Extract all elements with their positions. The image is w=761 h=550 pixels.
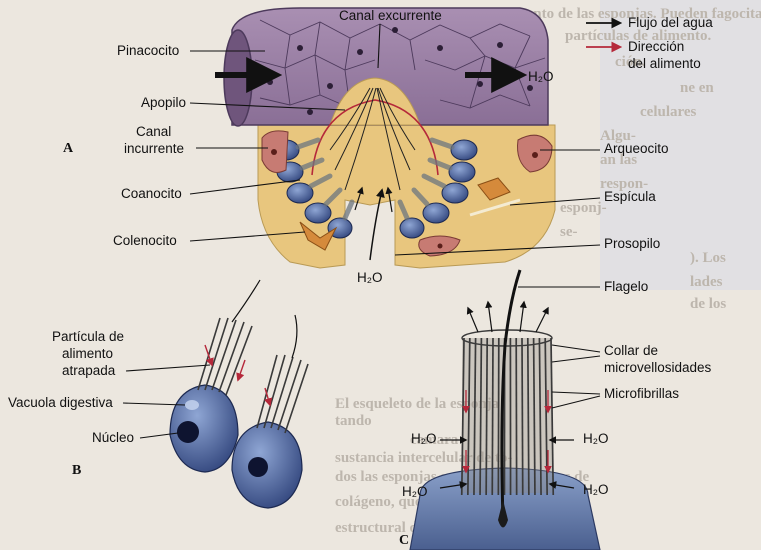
water-label-c3: H₂O xyxy=(402,484,428,499)
microvillus xyxy=(492,338,493,495)
water-inflow-label: H₂O xyxy=(357,270,383,285)
bg-text-line: celulares xyxy=(640,104,697,120)
label-canal-excurrente: Canal excurrente xyxy=(339,8,442,23)
label-nucleo: Núcleo xyxy=(92,430,134,445)
label-apopilo: Apopilo xyxy=(141,95,186,110)
label-flagelo: Flagelo xyxy=(604,279,648,294)
bg-text-line: ). Los xyxy=(690,250,726,266)
panel-a-letter: A xyxy=(63,141,74,156)
water-label-c1: H₂O xyxy=(411,431,437,446)
bg-text-line: se- xyxy=(560,224,578,240)
water-label-c2: H₂O xyxy=(583,431,609,446)
bg-text-line: de los xyxy=(690,296,726,312)
bg-text-line: tando xyxy=(335,413,372,429)
microvillus xyxy=(486,338,487,495)
label-arqueocito: Arqueocito xyxy=(604,141,669,156)
bg-text-line: ne en xyxy=(680,80,714,96)
label-particula-line3: atrapada xyxy=(62,363,116,378)
label-pinacocito: Pinacocito xyxy=(117,43,179,58)
label-particula-line2: alimento xyxy=(62,346,113,361)
legend-water-label: Flujo del agua xyxy=(628,15,713,30)
label-colenocito: Colenocito xyxy=(113,233,177,248)
label-particula-line1: Partícula de xyxy=(52,329,124,344)
microvillus xyxy=(522,338,523,495)
label-canal-incurrente-line2: incurrente xyxy=(124,141,184,156)
label-prosopilo: Prosopilo xyxy=(604,236,660,251)
water-label-c4: H₂O xyxy=(583,482,609,497)
panel-b-choanocytes: B xyxy=(72,280,308,508)
label-vacuola: Vacuola digestiva xyxy=(8,395,113,410)
legend-food-label-line2: del alimento xyxy=(628,56,701,71)
label-coanocito: Coanocito xyxy=(121,186,182,201)
microvillus xyxy=(528,338,529,495)
label-microfibrillas: Microfibrillas xyxy=(604,386,679,401)
panel-c-letter: C xyxy=(399,533,409,548)
bg-text-line: esponj- xyxy=(560,200,607,216)
water-outflow-label: H₂O xyxy=(528,69,554,84)
label-canal-incurrente-line1: Canal xyxy=(136,124,171,139)
panel-b-letter: B xyxy=(72,463,81,478)
bg-text-line: lades xyxy=(690,274,723,290)
label-espicula: Espícula xyxy=(604,189,656,204)
label-collar-line1: Collar de xyxy=(604,343,658,358)
legend-food-label-line1: Dirección xyxy=(628,39,684,54)
label-collar-line2: microvellosidades xyxy=(604,360,712,375)
